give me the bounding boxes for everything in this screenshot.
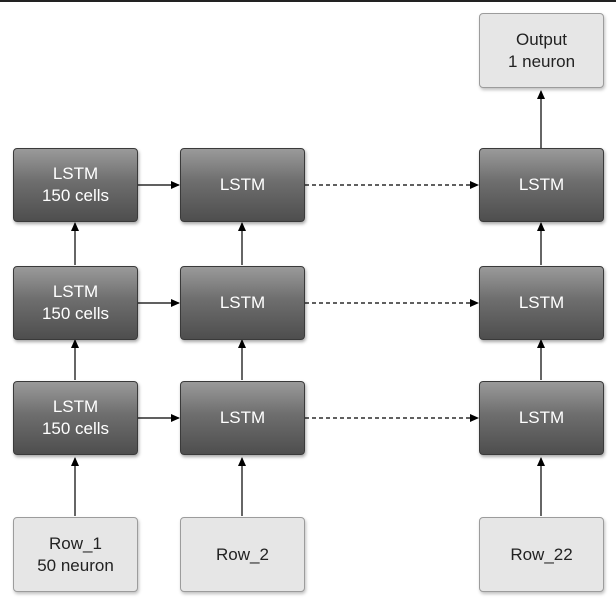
- top-border-line: [0, 0, 616, 2]
- lstm-label: LSTM: [518, 175, 565, 194]
- output-line2: 1 neuron: [507, 51, 576, 71]
- lstm-label: LSTM: [219, 175, 266, 194]
- lstm-label: LSTM: [518, 408, 565, 427]
- input-label: Row_2: [216, 544, 269, 564]
- lstm-c1-layer1: LSTM 150 cells: [13, 381, 138, 455]
- lstm-c3-layer2: LSTM: [479, 266, 604, 340]
- lstm-cells: 150 cells: [41, 304, 110, 323]
- input-size: 50 neuron: [37, 555, 114, 575]
- input-label: Row_1: [49, 533, 102, 553]
- input-row-1: Row_1 50 neuron: [13, 517, 138, 592]
- lstm-c2-layer1: LSTM: [180, 381, 305, 455]
- lstm-label: LSTM: [518, 293, 565, 312]
- lstm-cells: 150 cells: [41, 186, 110, 205]
- output-line1: Output: [515, 29, 568, 49]
- input-row-2: Row_2: [180, 517, 305, 592]
- lstm-c1-layer3: LSTM 150 cells: [13, 148, 138, 222]
- lstm-label: LSTM: [52, 397, 99, 416]
- lstm-c2-layer2: LSTM: [180, 266, 305, 340]
- lstm-c3-layer1: LSTM: [479, 381, 604, 455]
- output-box: Output 1 neuron: [479, 13, 604, 88]
- input-row-22: Row_22: [479, 517, 604, 592]
- lstm-label: LSTM: [52, 282, 99, 301]
- input-label: Row_22: [510, 544, 573, 564]
- lstm-cells: 150 cells: [41, 419, 110, 438]
- lstm-label: LSTM: [52, 164, 99, 183]
- lstm-c3-layer3: LSTM: [479, 148, 604, 222]
- lstm-label: LSTM: [219, 408, 266, 427]
- lstm-c1-layer2: LSTM 150 cells: [13, 266, 138, 340]
- lstm-c2-layer3: LSTM: [180, 148, 305, 222]
- lstm-label: LSTM: [219, 293, 266, 312]
